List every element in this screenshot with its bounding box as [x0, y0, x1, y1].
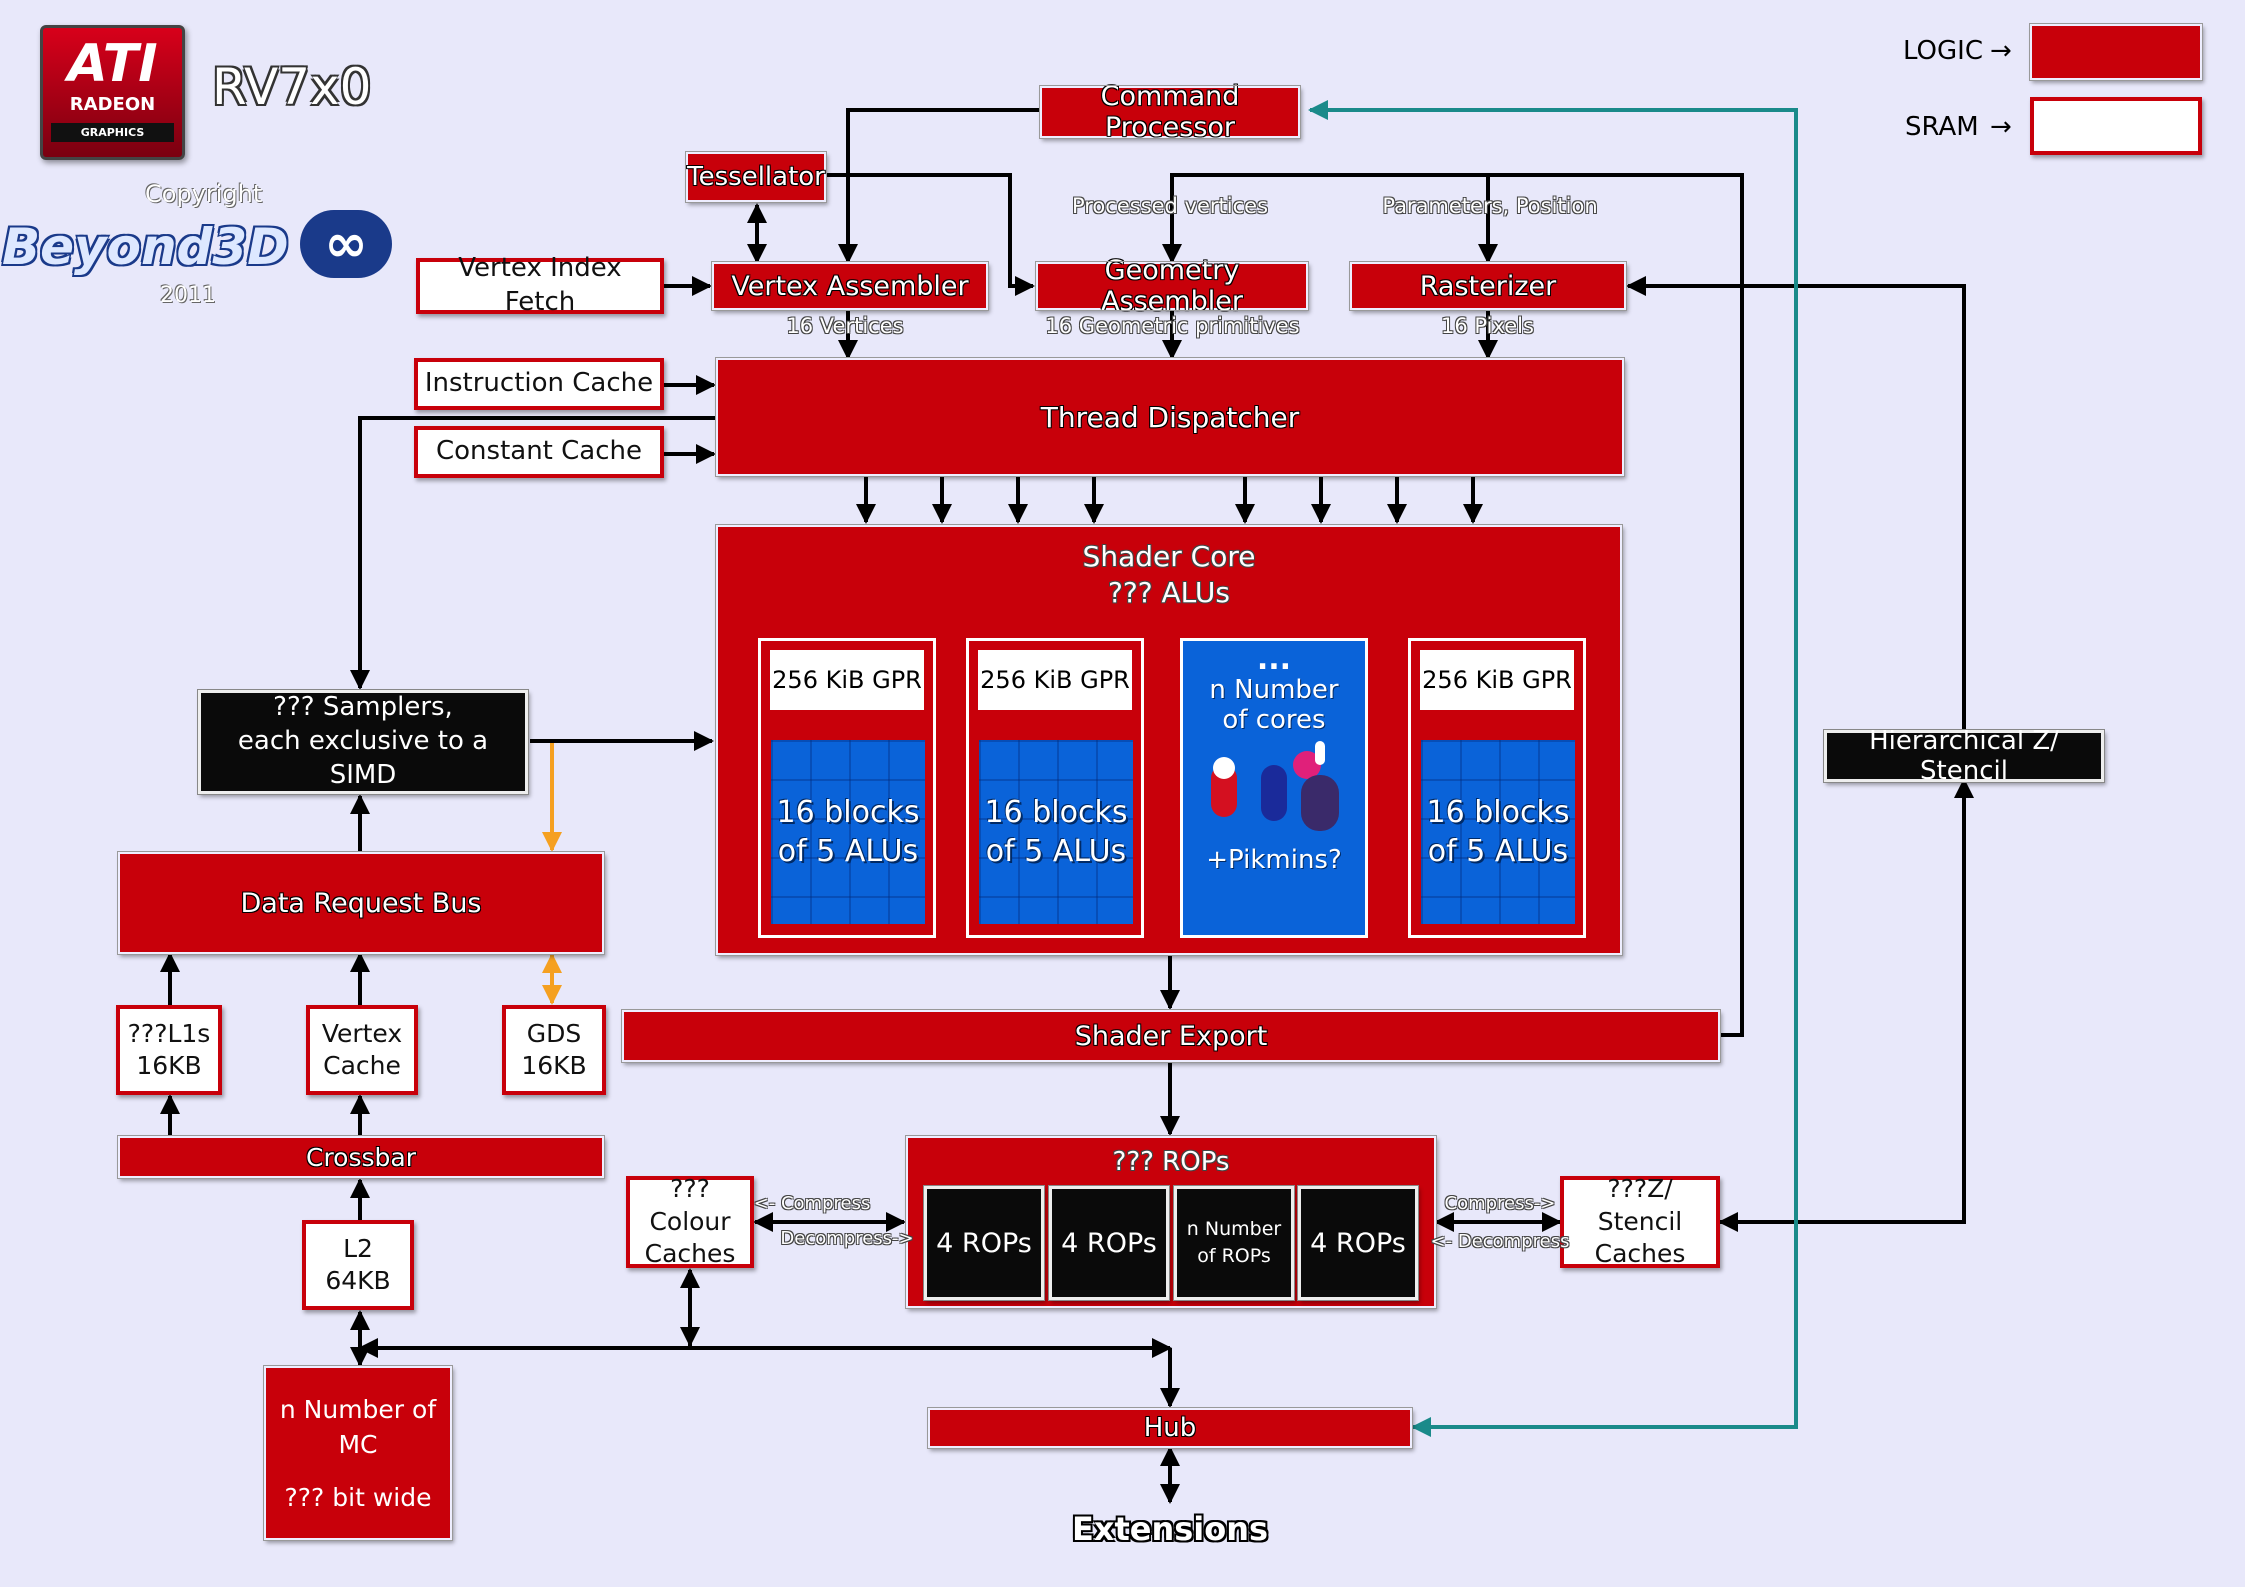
compress-left-label: <- Compress [753, 1193, 871, 1214]
more-cores-panel: ... n Number of cores +Pikmins? [1180, 638, 1368, 938]
pikmin-icon [1183, 735, 1365, 845]
copyright-label: Copyright [145, 180, 263, 208]
logo-brand: ATI [67, 34, 158, 94]
simd-1-alu-line2: of 5 ALUs [777, 834, 919, 869]
pixels-16-label: 16 Pixels [1441, 314, 1534, 338]
gds-line2: 16KB [521, 1051, 587, 1080]
primitives-16-label: 16 Geometric primitives [1045, 314, 1300, 338]
extensions-label: Extensions [1071, 1510, 1269, 1548]
gds-line1: GDS [526, 1018, 582, 1048]
more-cores-dots: ... [1256, 642, 1292, 677]
decompress-left-label: Decompress-> [780, 1228, 914, 1249]
l2-line2: 64KB [325, 1266, 391, 1295]
z-caches-line1: ???Z/ Stencil [1597, 1174, 1683, 1236]
l1s-line2: 16KB [136, 1051, 202, 1080]
l2-cache: L2 64KB [302, 1220, 414, 1310]
simd-1-alu-line1: 16 blocks [776, 795, 920, 830]
simd-3-gpr: 256 KiB GPR [1420, 650, 1574, 710]
control-path-arrow [1308, 100, 1798, 1437]
td-to-samplers-arrow [350, 416, 716, 690]
chip-title: RV7x0 [212, 58, 372, 116]
simd-3-alu-line2: of 5 ALUs [1427, 834, 1569, 869]
legend-sram-label: SRAM [1905, 112, 1979, 142]
legend-sram-arrow-icon: → [1990, 112, 2012, 142]
vertex-cache-line1: Vertex [321, 1018, 403, 1048]
z-caches-line2: Caches [1594, 1239, 1686, 1269]
vertex-index-fetch: Vertex Index Fetch [416, 253, 664, 317]
legend-logic-label: LOGIC [1903, 36, 1983, 66]
simd-3-alus: 16 blocks of 5 ALUs [1418, 737, 1578, 927]
beyond3d-logo: Beyond3D [2, 218, 289, 276]
more-cores-line1: n Number [1209, 675, 1339, 705]
vertex-cache-line2: Cache [323, 1051, 401, 1080]
z-stencil-caches: ???Z/ Stencil Caches [1560, 1174, 1720, 1269]
constant-cache: Constant Cache [414, 426, 664, 478]
parameters-position-label: Parameters, Position [1382, 194, 1598, 218]
legend-logic-swatch [2029, 23, 2203, 81]
ati-radeon-logo: ATI RADEON GRAPHICS [40, 25, 185, 160]
rasterizer: Rasterizer [1349, 261, 1627, 311]
shader-core-title: Shader Core [1082, 540, 1256, 573]
simd-2-alu-line2: of 5 ALUs [985, 834, 1127, 869]
compress-right-label: Compress-> [1444, 1193, 1556, 1214]
data-request-bus: Data Request Bus [117, 851, 605, 955]
geometry-assembler: Geometry Assembler [1035, 255, 1309, 317]
more-cores-line2: of cores [1222, 705, 1326, 735]
more-cores-footer: +Pikmins? [1206, 845, 1342, 875]
rop-unit-2: 4 ROPs [1048, 1185, 1170, 1301]
samplers-line2: each exclusive to a SIMD [237, 726, 489, 790]
processed-vertices-label: Processed vertices [1071, 194, 1269, 218]
hub: Hub [927, 1407, 1413, 1449]
hierarchical-z-stencil: Hierarchical Z/ Stencil [1823, 726, 2105, 786]
l2-line1: L2 [343, 1233, 373, 1263]
shader-export: Shader Export [621, 1009, 1721, 1063]
beyond3d-mark-icon: ∞ [300, 210, 392, 278]
shader-core-alus: ??? ALUs [1108, 576, 1230, 609]
legend-logic-arrow-icon: → [1990, 36, 2012, 66]
mc-line3: ??? bit wide [284, 1482, 432, 1512]
simd-3-alu-line1: 16 blocks [1426, 795, 1570, 830]
logo-sub: GRAPHICS [51, 123, 174, 142]
simd-2-alus: 16 blocks of 5 ALUs [976, 737, 1136, 927]
simd-2-alu-line1: 16 blocks [984, 795, 1128, 830]
gds: GDS 16KB [502, 1005, 606, 1095]
logo-product: RADEON [69, 94, 156, 115]
l1s-cache: ???L1s 16KB [116, 1005, 222, 1095]
instruction-cache: Instruction Cache [414, 358, 664, 410]
tessellator: Tessellator [685, 151, 827, 203]
l1s-line1: ???L1s [127, 1018, 211, 1048]
vertex-assembler: Vertex Assembler [711, 261, 989, 311]
rop-unit-4: 4 ROPs [1297, 1185, 1419, 1301]
rops-title: ??? ROPs [1112, 1147, 1230, 1177]
rop-unit-1: 4 ROPs [923, 1185, 1045, 1301]
simd-1-gpr: 256 KiB GPR [770, 650, 924, 710]
crossbar: Crossbar [117, 1135, 605, 1179]
legend-sram-swatch [2030, 97, 2202, 155]
tess-to-ga-arrow [825, 173, 1035, 296]
mc-line2: MC [338, 1429, 378, 1459]
vertices-16-label: 16 Vertices [786, 314, 904, 338]
colour-caches-line1: ???Colour [649, 1174, 731, 1236]
mc-line1: n Number of [279, 1394, 437, 1424]
decompress-right-label: <- Decompress [1430, 1231, 1570, 1252]
samplers-line1: ??? Samplers, [273, 692, 453, 723]
vertex-cache: Vertex Cache [306, 1005, 418, 1095]
copyright-year: 2011 [160, 283, 216, 308]
simd-1-alus: 16 blocks of 5 ALUs [768, 737, 928, 927]
rop-unit-n: n Number of ROPs [1173, 1185, 1295, 1301]
colour-caches-line2: Caches [644, 1239, 736, 1269]
memory-controllers: n Number of MC ??? bit wide [263, 1365, 453, 1541]
colour-caches: ???Colour Caches [626, 1174, 754, 1269]
thread-dispatcher: Thread Dispatcher [715, 357, 1625, 477]
cp-to-va-arrow [838, 108, 1040, 264]
simd-2-gpr: 256 KiB GPR [978, 650, 1132, 710]
samplers: ??? Samplers, each exclusive to a SIMD [197, 689, 529, 795]
command-processor: Command Processor [1039, 81, 1301, 143]
